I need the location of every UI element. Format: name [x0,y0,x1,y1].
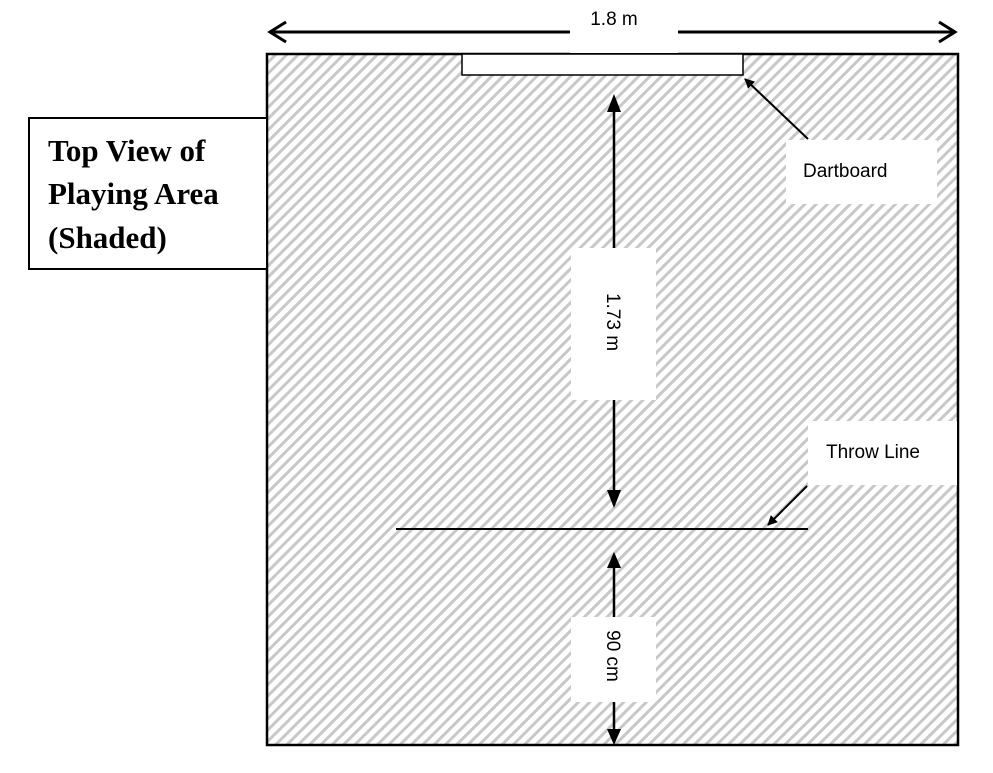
throw-line-label-box [808,421,957,485]
throw-distance-label-box [571,248,656,400]
throw-line-pointer-arrow [767,485,808,526]
throw-distance-label: 1.73 m [602,293,623,351]
title-box [28,117,268,270]
title-line-1: Top View of [48,133,206,168]
throw-distance-arrow [607,94,621,508]
throw-line-label: Throw Line [826,442,920,463]
dartboard-label: Dartboard [803,161,888,182]
title-line-3: (Shaded) [48,220,167,255]
behind-line-label-box [571,617,656,702]
dartboard-label-box [786,140,937,204]
title-line-2: Playing Area [48,176,219,211]
dartboard [461,53,744,76]
dartboard-pointer-arrow [744,78,809,140]
behind-line-label: 90 cm [602,630,623,682]
width-dimension-arrow [267,20,958,44]
width-label-box [570,3,678,53]
width-label: 1.8 m [590,9,638,30]
behind-line-arrow [607,552,621,745]
